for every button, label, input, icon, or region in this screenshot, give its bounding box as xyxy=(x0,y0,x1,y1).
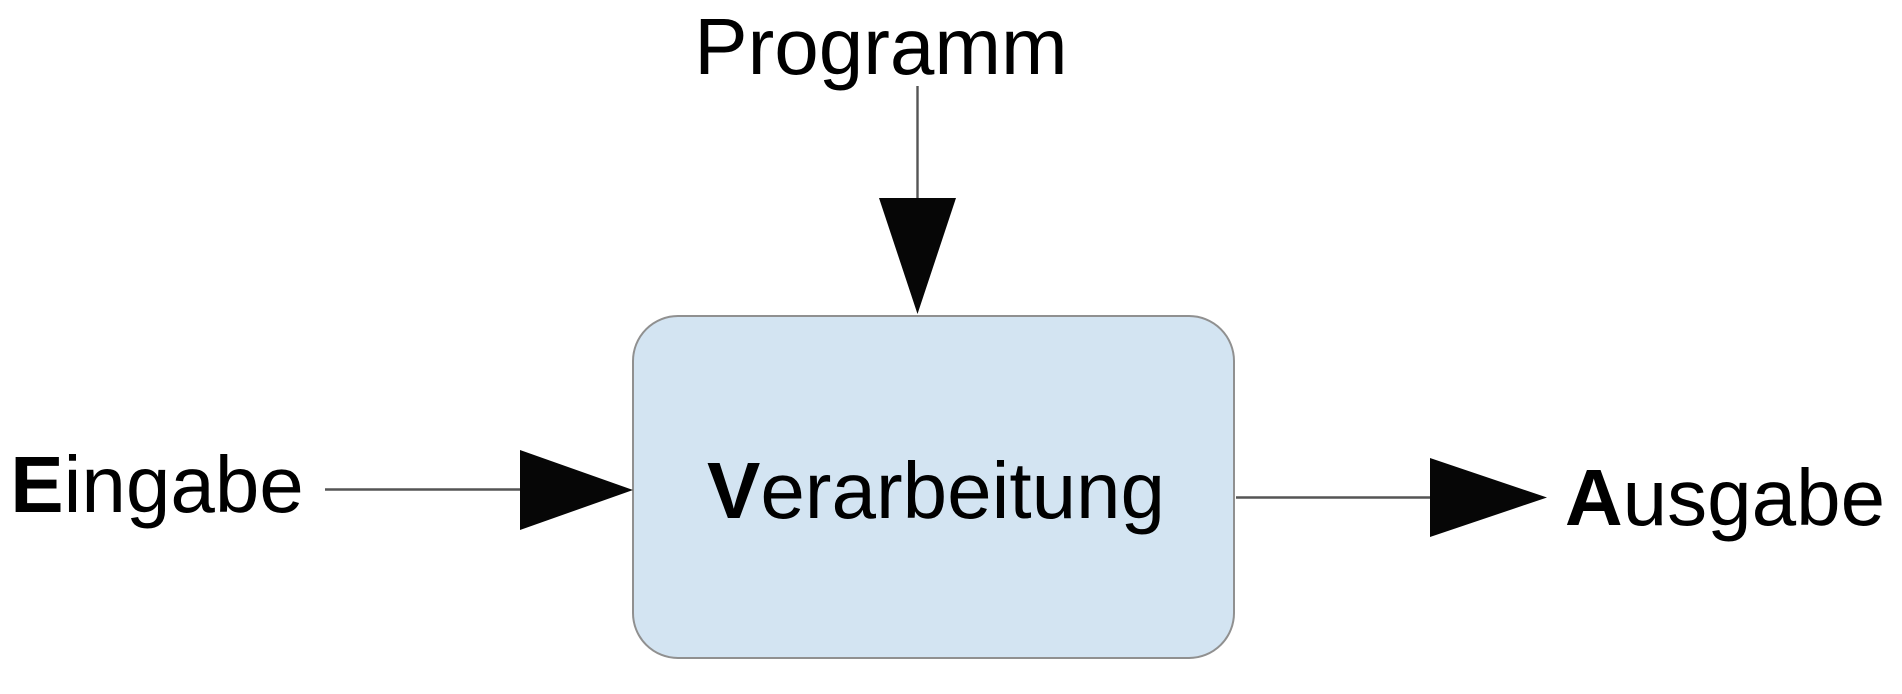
process-label: Verarbeitung xyxy=(707,445,1165,537)
input-label-rest: ingabe xyxy=(63,440,304,529)
arrow-right-input-icon xyxy=(520,450,633,530)
output-label-rest: usgabe xyxy=(1622,453,1886,542)
arrow-down-icon xyxy=(879,198,956,314)
output-label: Ausgabe xyxy=(1565,452,1885,544)
input-label-initial: E xyxy=(10,440,64,529)
process-label-rest: erarbeitung xyxy=(760,446,1166,535)
input-label: Eingabe xyxy=(10,439,304,531)
process-label-initial: V xyxy=(706,446,761,535)
program-label-text: Programm xyxy=(694,2,1068,91)
arrow-right-output-icon xyxy=(1430,458,1547,537)
process-box xyxy=(632,315,1235,659)
output-label-initial: A xyxy=(1564,453,1623,542)
program-label: Programm xyxy=(694,1,1067,93)
